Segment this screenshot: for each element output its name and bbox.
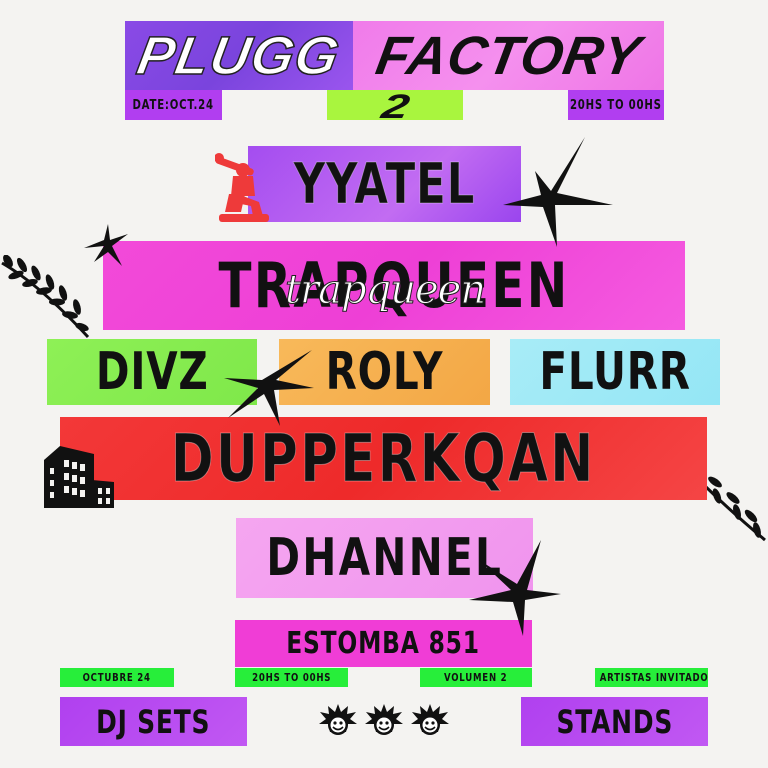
tag-guests: + ARTISTAS INVITADOS bbox=[595, 668, 708, 687]
sparkle-star-icon bbox=[469, 540, 561, 636]
hours-text: 20HS TO 00HS bbox=[570, 97, 662, 113]
spiky-smiley-icon bbox=[319, 704, 357, 735]
sparkle-star-icon bbox=[503, 137, 613, 247]
tag-hours: 20HS TO 00HS bbox=[235, 668, 348, 687]
volume-badge: 2 bbox=[327, 90, 463, 120]
artist-dhannel: DHANNEL bbox=[266, 528, 503, 588]
artist-yyatel-block: YYATEL bbox=[248, 146, 521, 222]
title-plugg-block: PLUGG bbox=[125, 21, 353, 90]
tag-date: OCTUBRE 24 bbox=[60, 668, 174, 687]
spiky-smiley-icon bbox=[365, 704, 403, 735]
tag-guests-text: + ARTISTAS INVITADOS bbox=[595, 671, 708, 684]
title-factory-block: FACTORY bbox=[353, 21, 664, 90]
stands-block: STANDS bbox=[521, 697, 708, 746]
volume-number: 2 bbox=[377, 90, 413, 120]
toy-soldier-icon bbox=[215, 153, 269, 222]
title-left: PLUGG bbox=[132, 25, 345, 87]
artist-roly: ROLY bbox=[325, 342, 444, 402]
sparkle-star-icon bbox=[84, 224, 128, 266]
artist-dupperkqan: DUPPERKQAN bbox=[171, 420, 596, 498]
hours-badge: 20HS TO 00HS bbox=[568, 90, 664, 120]
artist-trapqueen-block: TRAPQUEEN bbox=[103, 241, 685, 330]
sparkle-star-icon bbox=[224, 350, 314, 426]
stands-label: STANDS bbox=[556, 702, 673, 741]
dj-sets-label: DJ SETS bbox=[96, 702, 211, 741]
date-text: DATE:OCT.24 bbox=[132, 97, 215, 113]
artist-divz-block: DIVZ bbox=[47, 339, 257, 405]
title-right: FACTORY bbox=[371, 25, 646, 86]
date-badge: DATE:OCT.24 bbox=[125, 90, 222, 120]
tag-hours-text: 20HS TO 00HS bbox=[251, 671, 332, 684]
dj-sets-block: DJ SETS bbox=[60, 697, 247, 746]
artist-trapqueen: TRAPQUEEN bbox=[218, 249, 570, 322]
building-icon bbox=[44, 446, 114, 508]
artist-flurr-block: FLURR bbox=[510, 339, 720, 405]
venue-address-block: ESTOMBA 851 bbox=[235, 620, 532, 667]
tag-date-text: OCTUBRE 24 bbox=[82, 671, 152, 684]
artist-dupperkqan-block: DUPPERKQAN bbox=[60, 417, 707, 500]
artist-yyatel: YYATEL bbox=[293, 151, 476, 217]
tag-volume-text: VOLUMEN 2 bbox=[444, 671, 508, 684]
spiky-smiley-icon bbox=[411, 704, 449, 735]
artist-dhannel-block: DHANNEL bbox=[236, 518, 533, 598]
tag-volume: VOLUMEN 2 bbox=[420, 668, 532, 687]
laurel-branch-left-icon bbox=[1, 255, 90, 339]
artist-divz: DIVZ bbox=[95, 342, 209, 402]
artist-roly-block: ROLY bbox=[279, 339, 490, 405]
venue-address: ESTOMBA 851 bbox=[286, 626, 481, 661]
artist-flurr: FLURR bbox=[539, 342, 691, 402]
